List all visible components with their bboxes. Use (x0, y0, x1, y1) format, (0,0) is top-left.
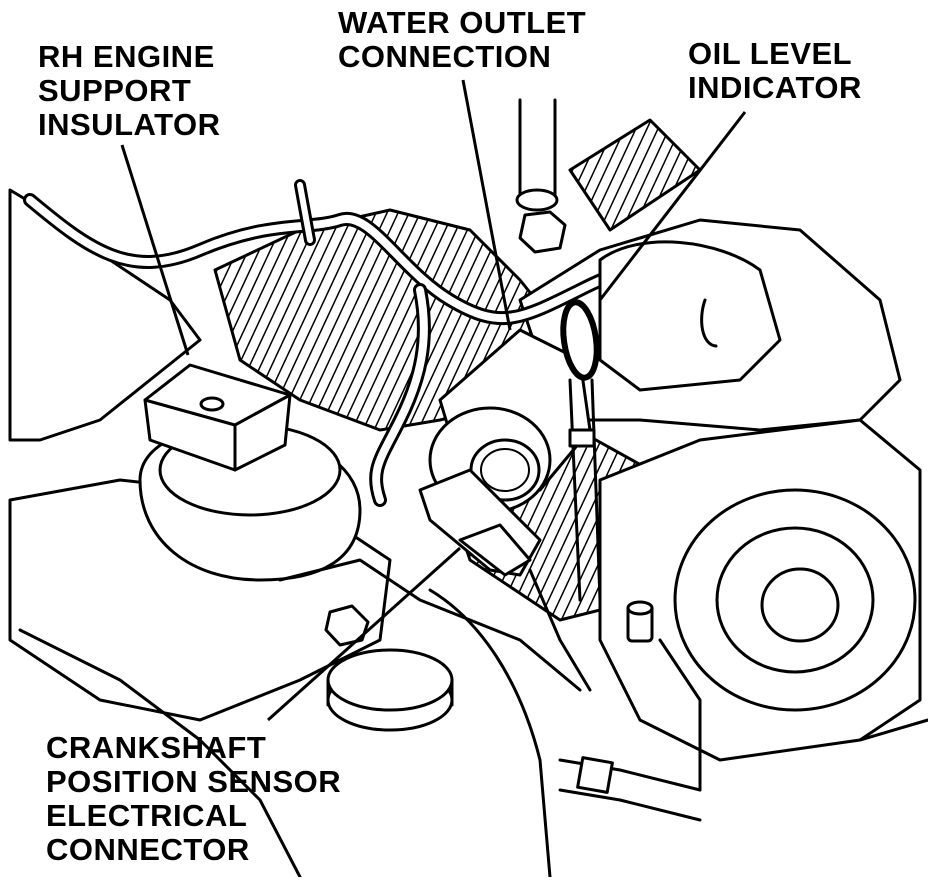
leader-rh-engine-support-insulator (120, 144, 190, 356)
upper-pipe (518, 98, 557, 202)
dipstick-collar (568, 428, 596, 448)
label-oil-level-indicator: OIL LEVEL INDICATOR (688, 37, 862, 105)
label-crankshaft-position-sensor-connector: CRANKSHAFT POSITION SENSOR ELECTRICAL CO… (46, 731, 341, 867)
label-line: POSITION SENSOR (46, 764, 342, 799)
leader-oil-level-indicator (598, 111, 747, 301)
label-line: CRANKSHAFT (46, 730, 267, 765)
label-rh-engine-support-insulator: RH ENGINE SUPPORT INSULATOR (38, 40, 220, 142)
leader-water-outlet-connection (461, 79, 512, 331)
label-line: SUPPORT (38, 73, 192, 108)
crank-pulley-outer (673, 488, 917, 712)
sensor-wire (528, 568, 592, 692)
wiring-harness-branch-inner (372, 286, 428, 504)
reservoir-nut (324, 604, 370, 647)
label-line: INDICATOR (688, 70, 862, 105)
pipe-nut (518, 210, 567, 254)
label-line: CONNECTOR (46, 832, 250, 867)
label-line: ELECTRICAL (46, 798, 248, 833)
label-line: RH ENGINE (38, 39, 215, 74)
label-line: WATER OUTLET (338, 5, 587, 40)
label-line: OIL LEVEL (688, 36, 853, 71)
label-line: INSULATOR (38, 107, 221, 142)
wiring-harness-top-inner (297, 182, 313, 243)
reservoir-cap-top (326, 648, 454, 712)
right-valve-cover (598, 240, 782, 392)
label-water-outlet-connection: WATER OUTLET CONNECTION (338, 6, 586, 74)
leader-crankshaft-position-sensor (266, 546, 462, 722)
crank-pulley-hub (760, 567, 840, 643)
lower-line (558, 758, 702, 822)
line-fitting (576, 756, 614, 794)
sensor-connector-plug (458, 523, 532, 577)
label-line: CONNECTION (338, 39, 552, 74)
insulator-bolt-hole (199, 396, 225, 412)
insulator-block (143, 363, 292, 472)
crank-pulley-mid (715, 526, 875, 674)
dipstick-loop (560, 299, 600, 381)
